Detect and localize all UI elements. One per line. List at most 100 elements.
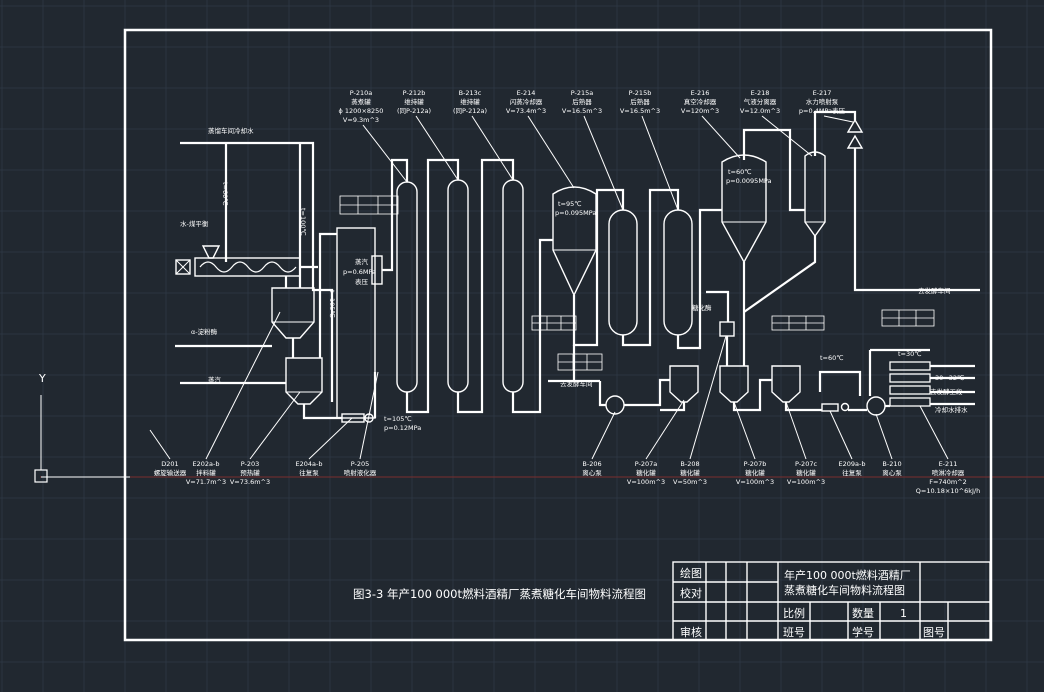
title-block-class: 班号 xyxy=(783,626,805,639)
top-tag-leader xyxy=(823,115,854,123)
top-tag-line: 水力喷射泵 xyxy=(806,97,839,106)
label-temp-left-2: t=100℃ xyxy=(299,208,307,236)
bottom-tag-leader xyxy=(785,401,807,460)
bottom-tag-line: 预热罐 xyxy=(240,468,260,477)
leader-lines xyxy=(149,115,949,460)
bottom-tag-line: P-207b xyxy=(744,460,767,468)
post-maturer-a xyxy=(608,209,638,336)
top-tag-line: V=120m^3 xyxy=(681,107,719,115)
bottom-tag-leader xyxy=(645,399,685,460)
bottom-tag-line: V=71.7m^3 xyxy=(186,478,226,486)
top-tag-line: V=9.3m^3 xyxy=(343,116,379,124)
bottom-tag-line: 糖化罐 xyxy=(796,468,816,477)
bottom-tag-line: 往复泵 xyxy=(299,468,319,477)
holding-column-2 xyxy=(447,179,469,393)
ucs-icon: Y xyxy=(34,372,130,483)
bottom-tag-leader xyxy=(733,401,756,460)
mixing-tank xyxy=(271,287,315,339)
ucs-y-label: Y xyxy=(38,372,46,385)
top-tag-line: 后熟器 xyxy=(630,97,650,106)
title-block-check: 校对 xyxy=(680,586,702,600)
top-tag-leader xyxy=(527,115,575,189)
saccharify-tank-c xyxy=(771,365,801,403)
cooking-column-1 xyxy=(396,181,418,393)
bottom-tag-line: V=100m^3 xyxy=(627,478,665,486)
title-block-title-2: 蒸煮糖化车间物料流程图 xyxy=(784,583,905,597)
label-water-pre: 水-煤平衡 xyxy=(180,219,209,228)
top-tag-line: V=73.4m^3 xyxy=(506,107,546,115)
bottom-tag-line: V=50m^3 xyxy=(673,478,707,486)
top-tag-line: (同P-212a) xyxy=(453,107,487,115)
title-block xyxy=(672,561,991,641)
top-tag-line: 维持罐 xyxy=(404,97,424,106)
bottom-tag-line: 往复泵 xyxy=(842,468,862,477)
top-tag-line: E-214 xyxy=(517,89,536,97)
cooking-tube xyxy=(336,227,376,419)
top-tag-line: V=16.5m^3 xyxy=(562,107,602,115)
gas-liquid-separator xyxy=(804,151,826,238)
label-flash-temp-1: t=95℃ xyxy=(558,200,582,208)
centrifugal-pump-2 xyxy=(866,396,886,416)
label-flash-temp-2: p=0.095MPa xyxy=(555,209,596,217)
label-steam-box-3: 表压 xyxy=(355,277,369,286)
label-vac-temp-1: t=60℃ xyxy=(728,168,752,176)
top-tag-line: 气液分离器 xyxy=(744,97,777,106)
top-tag-leader xyxy=(471,115,514,181)
bottom-tag-line: 离心泵 xyxy=(582,468,602,477)
top-tag-line: E-217 xyxy=(813,89,832,97)
top-tag-line: B-213c xyxy=(459,89,482,97)
drawing-border xyxy=(123,28,993,642)
bottom-tag-line: E-211 xyxy=(939,460,958,468)
label-cooling-water-in: 蒸馏车间冷却水 xyxy=(208,126,254,135)
bottom-tag-line: 糖化罐 xyxy=(680,468,700,477)
top-tag-line: E-216 xyxy=(691,89,710,97)
post-maturer-b xyxy=(663,209,693,336)
bottom-tag-leader xyxy=(359,371,379,460)
bottom-tag-line: 螺旋输送器 xyxy=(154,468,187,477)
bottom-tag-line: E204a-b xyxy=(296,460,323,468)
bottom-tag-line: B-210 xyxy=(882,460,901,468)
saccharify-tank-a xyxy=(669,365,699,403)
bottom-tag-leader xyxy=(308,417,353,460)
bottom-tag-line: 糖化罐 xyxy=(745,468,765,477)
preheat-tank xyxy=(285,357,323,405)
bottom-tag-leader xyxy=(591,411,616,460)
bottom-tag-line: P-205 xyxy=(351,460,370,468)
bottom-tag-line: P-207c xyxy=(795,460,818,468)
top-tag-line: 后熟器 xyxy=(572,97,592,106)
label-t3032: 30~32℃ xyxy=(935,374,964,382)
saccharify-tank-b xyxy=(719,365,749,403)
bottom-tag-line: 糖化罐 xyxy=(636,468,656,477)
bottom-tag-leader xyxy=(249,391,301,460)
centrifugal-pump-1 xyxy=(605,395,625,415)
title-block-quantity-value: 1 xyxy=(900,607,907,620)
label-layer: 蒸馏车间冷却水 水-煤平衡 α-淀粉酶 蒸汽 蒸汽 p=0.6MPa 表压 t=… xyxy=(180,126,968,432)
title-block-drawing-no: 图号 xyxy=(923,626,945,639)
bottom-tag-leader xyxy=(829,410,853,460)
bottom-tag-line: 喷射液化器 xyxy=(344,468,377,477)
top-tag-line: ϕ 1200×8250 xyxy=(339,107,384,115)
top-tag-leader xyxy=(701,115,741,159)
title-block-draw: 绘图 xyxy=(680,566,702,580)
bottom-tag-line: E209a-b xyxy=(839,460,866,468)
top-tag-line: P-215a xyxy=(571,89,594,97)
label-bottom-temp-1: t=105℃ xyxy=(384,415,412,423)
label-t60: t=60℃ xyxy=(820,354,844,362)
bottom-tag-leader xyxy=(149,429,171,460)
top-tag-line: P-215b xyxy=(629,89,652,97)
label-temp-left-3: t=105℃ xyxy=(328,290,336,318)
label-temp-left-1: t=60℃ xyxy=(221,182,229,206)
bottom-tag-line: 拌料罐 xyxy=(196,468,216,477)
bottom-tag-line: V=100m^3 xyxy=(736,478,774,486)
water-jet-pump xyxy=(846,118,864,149)
bottom-tag-leader xyxy=(205,311,281,460)
top-tag-line: 蒸煮罐 xyxy=(351,97,371,106)
bottom-tag-line: V=73.6m^3 xyxy=(230,478,270,486)
top-tag-line: 真空冷却器 xyxy=(684,97,717,106)
hopper xyxy=(201,245,221,259)
bottom-tag-leader xyxy=(689,335,727,460)
top-tag-line: p=0.4MPa表压 xyxy=(799,106,846,115)
flash-cooler xyxy=(552,186,597,297)
top-tag-leader xyxy=(641,115,679,211)
